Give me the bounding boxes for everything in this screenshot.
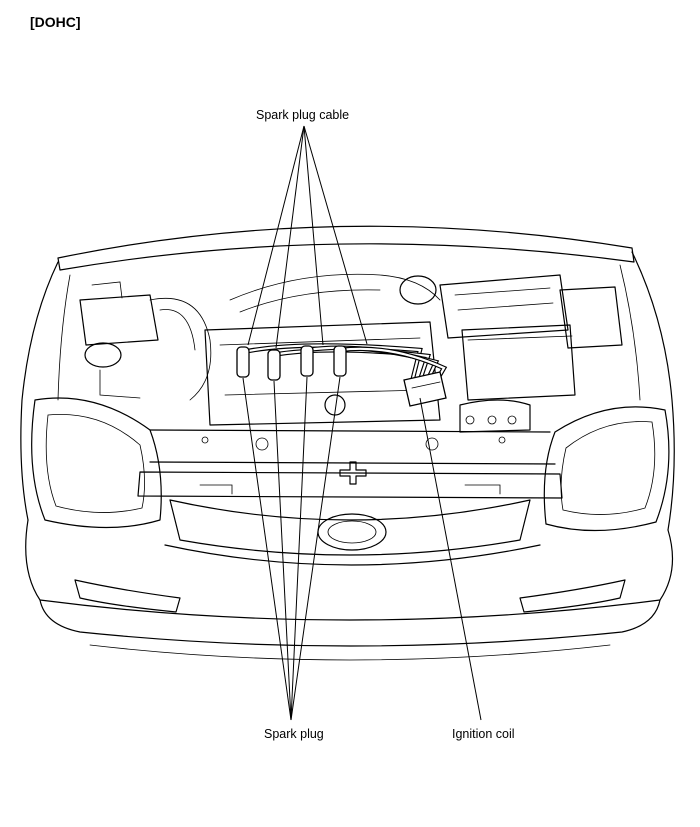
spark-plug-label: Spark plug [264, 727, 324, 741]
leader-lines [242, 125, 482, 721]
ignition-coil [403, 371, 447, 407]
spark-plug-cable-label: Spark plug cable [256, 108, 350, 122]
figure-heading: [DOHC] [30, 14, 81, 30]
spark-plug-boots [236, 345, 347, 381]
engine-compartment [79, 273, 623, 495]
car-body [20, 225, 675, 661]
ignition-coil-label: Ignition coil [452, 727, 515, 741]
